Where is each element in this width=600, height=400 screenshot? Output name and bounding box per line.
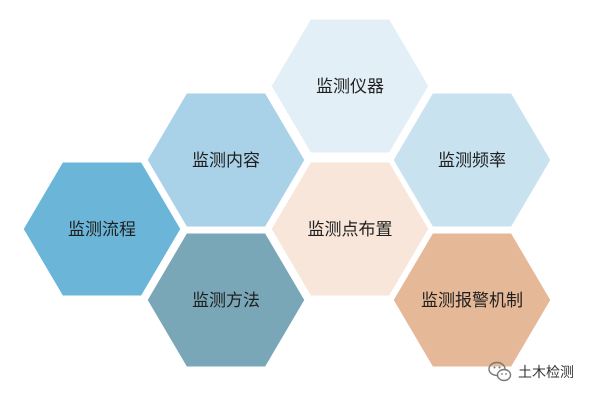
watermark: 土木检测 <box>488 361 574 383</box>
hexagon-label-alarm: 监测报警机制 <box>421 291 523 311</box>
hexagon-shape-content <box>144 90 308 230</box>
hexagon-shape-frequency <box>390 90 554 230</box>
hexagon-shape-process <box>20 159 184 299</box>
hexagon-label-layout: 监测点布置 <box>308 220 393 240</box>
wechat-icon <box>488 361 512 382</box>
hexagon-alarm: 监测报警机制 <box>390 230 554 370</box>
hexagon-label-content: 监测内容 <box>192 151 260 171</box>
hexagon-shape-instrument <box>268 16 432 156</box>
hexagon-label-frequency: 监测频率 <box>438 151 506 171</box>
hexagon-frequency: 监测频率 <box>390 90 554 230</box>
hexagon-content: 监测内容 <box>144 90 308 230</box>
watermark-text: 土木检测 <box>518 365 574 381</box>
hexagon-shape-layout <box>268 159 432 299</box>
hexagon-method: 监测方法 <box>144 230 308 370</box>
hexagon-layout: 监测点布置 <box>268 159 432 299</box>
hexagon-instrument: 监测仪器 <box>268 16 432 156</box>
hexagon-label-method: 监测方法 <box>192 291 260 311</box>
hexagon-shape-alarm <box>390 230 554 370</box>
hexagon-shape-method <box>144 230 308 370</box>
hexagon-label-instrument: 监测仪器 <box>316 77 384 97</box>
hexagon-process: 监测流程 <box>20 159 184 299</box>
hexagon-label-process: 监测流程 <box>68 220 136 240</box>
